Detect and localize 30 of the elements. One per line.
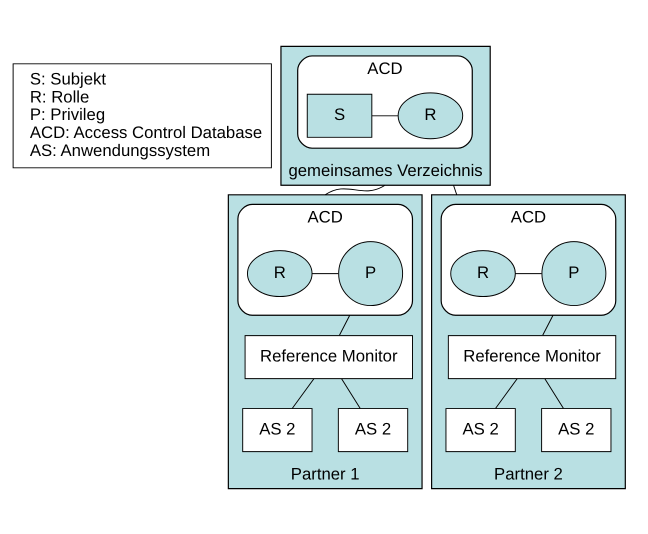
node-box: S (306, 93, 372, 138)
node-ellipse: R (450, 250, 516, 296)
cluster (228, 194, 423, 489)
node-label: gemeinsames Verzeichnis (288, 160, 483, 180)
connector (312, 272, 339, 274)
node-label: Partner 1 (290, 464, 360, 483)
connector (495, 378, 518, 408)
node-box: Reference Monitor (448, 334, 616, 379)
node-box: AS 2 (242, 408, 313, 452)
node-box: AS 2 (445, 408, 516, 452)
connector (371, 114, 398, 116)
node-ellipse: R (247, 250, 313, 296)
node-circle: P (338, 240, 404, 306)
node-ellipse: R (398, 92, 464, 139)
connector (453, 184, 458, 195)
connector (542, 314, 554, 336)
cluster (431, 194, 626, 489)
node-box: AS 2 (338, 408, 408, 452)
connector (544, 378, 564, 408)
node-label: Partner 2 (494, 464, 563, 483)
connector (292, 378, 314, 408)
connector (514, 272, 542, 274)
cluster (280, 45, 491, 186)
node-circle: P (541, 240, 606, 306)
connector (324, 184, 386, 195)
connector (339, 314, 350, 336)
node-box: S: Subjekt R: Rolle P: Privileg ACD: Access Control Database AS: Anwendungssystem (12, 62, 272, 168)
connector (341, 378, 361, 408)
node-box: Reference Monitor (244, 334, 413, 379)
node-box: AS 2 (541, 408, 612, 452)
